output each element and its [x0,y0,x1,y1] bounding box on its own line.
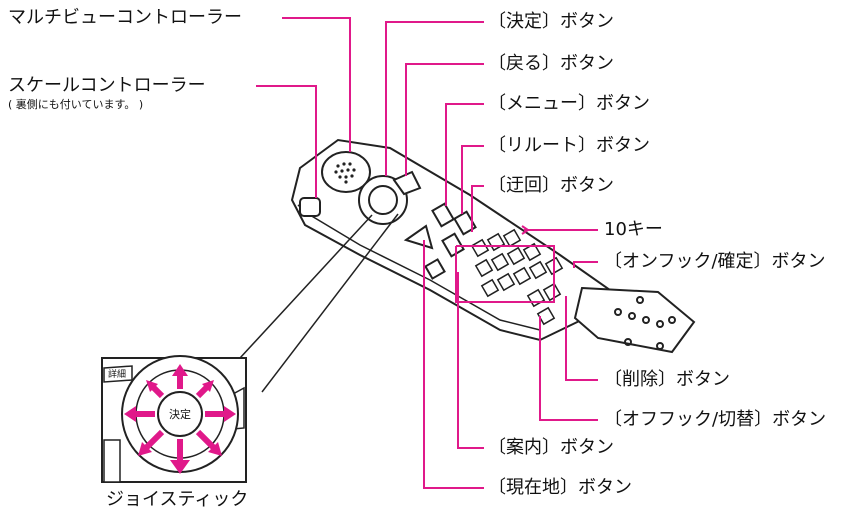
label-scale-note: ( 裏側にも付いています。 ) [8,98,144,111]
label-multiview-controller: マルチビューコントローラー [8,7,242,28]
remote-device [239,138,696,393]
joystick-center [368,185,398,215]
label-modoru-button: 〔戻る〕ボタン [488,53,614,74]
joystick-inset: 詳細 決定 [101,355,247,483]
leader-lines [256,17,598,489]
multiview-knob [321,151,371,193]
inset-center-text: 決定 [169,407,191,421]
label-genzaichi-button: 〔現在地〕ボタン [488,477,632,498]
label-tenkey: 10キー [604,219,663,240]
label-menu-button: 〔メニュー〕ボタン [488,93,650,114]
scale-wheel [299,197,321,217]
label-joystick: ジョイスティック [106,489,249,510]
inset-center-button [157,391,203,437]
label-annai-button: 〔案内〕ボタン [488,437,614,458]
label-onhook-button: 〔オンフック/確定〕ボタン [604,251,826,272]
detail-key-text: 詳細 [108,368,126,380]
label-reroute-button: 〔リルート〕ボタン [488,135,650,156]
label-ukai-button: 〔迂回〕ボタン [488,175,614,196]
label-sakujo-button: 〔削除〕ボタン [604,369,730,390]
label-kettei-button: 〔決定〕ボタン [488,11,614,32]
label-offhook-button: 〔オフフック/切替〕ボタン [604,409,827,430]
label-scale-controller: スケールコントローラー [8,75,206,96]
